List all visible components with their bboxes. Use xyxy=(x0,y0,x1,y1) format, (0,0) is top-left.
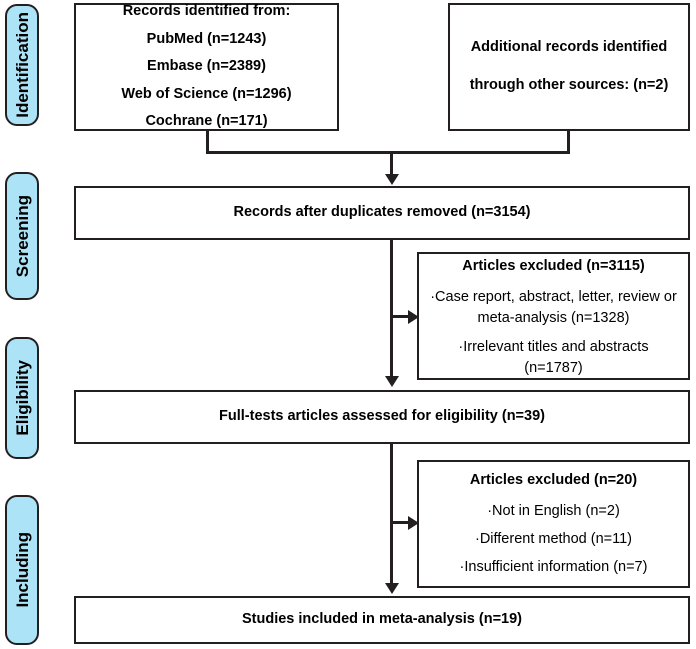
excluded-screening-reason-1: ·Case report, abstract, letter, review o… xyxy=(430,288,677,326)
phase-label-screening-text: Screening xyxy=(12,194,32,278)
connector-merge-bar xyxy=(206,151,570,154)
records-after-duplicates-text: Records after duplicates removed (n=3154… xyxy=(233,204,531,221)
box-records-after-duplicates: Records after duplicates removed (n=3154… xyxy=(74,186,690,240)
arrow-into-included xyxy=(384,583,399,594)
phase-label-including-text: Including xyxy=(12,532,32,608)
box-records-identified: Records identified from: PubMed (n=1243)… xyxy=(74,3,339,131)
arrow-into-eligibility-exclusions xyxy=(408,515,419,530)
excluded-eligibility-heading: Articles excluded (n=20) xyxy=(469,471,638,488)
connector-duplicates-trunk xyxy=(390,240,393,383)
additional-records-line-2: through other sources: (n=2) xyxy=(469,77,669,93)
records-identified-title: Records identified from: xyxy=(122,3,291,20)
phase-label-including: Including xyxy=(5,495,39,645)
box-studies-included: Studies included in meta-analysis (n=19) xyxy=(74,596,690,644)
connector-identified-drop xyxy=(206,131,209,154)
records-identified-cochrane: Cochrane (n=171) xyxy=(145,113,268,130)
box-additional-records: Additional records identified through ot… xyxy=(448,3,690,131)
records-identified-embase: Embase (n=2389) xyxy=(147,58,266,75)
phase-label-eligibility: Eligibility xyxy=(5,337,39,459)
records-identified-web-of-science: Web of Science (n=1296) xyxy=(121,85,292,102)
arrow-into-screening-exclusions xyxy=(408,309,419,324)
records-identified-pubmed: PubMed (n=1243) xyxy=(146,30,267,47)
phase-label-identification-text: Identification xyxy=(12,12,32,118)
phase-label-identification: Identification xyxy=(5,4,39,126)
box-articles-excluded-screening: Articles excluded (n=3115) ·Case report,… xyxy=(417,252,690,380)
studies-included-text: Studies included in meta-analysis (n=19) xyxy=(241,611,522,628)
box-full-text-assessed: Full-tests articles assessed for eligibi… xyxy=(74,390,690,444)
excluded-eligibility-reason-1: ·Not in English (n=2) xyxy=(487,503,620,520)
arrow-into-full-text xyxy=(384,376,399,387)
excluded-eligibility-reason-3: ·Insufficient information (n=7) xyxy=(459,558,648,575)
excluded-eligibility-reason-2: ·Different method (n=11) xyxy=(474,531,633,547)
connector-branch-eligibility-exclusions xyxy=(390,521,412,524)
full-text-assessed-text: Full-tests articles assessed for eligibi… xyxy=(219,408,545,425)
additional-records-line-1: Additional records identified xyxy=(470,39,668,56)
connector-merge-to-duplicates xyxy=(390,151,393,177)
excluded-screening-reason-2: ·Irrelevant titles and abstracts (n=1787… xyxy=(458,338,649,376)
phase-label-screening: Screening xyxy=(5,172,39,300)
connector-additional-drop xyxy=(567,131,570,154)
phase-label-eligibility-text: Eligibility xyxy=(12,360,32,436)
connector-full-text-trunk xyxy=(390,444,393,590)
box-articles-excluded-eligibility: Articles excluded (n=20) ·Not in English… xyxy=(417,460,690,588)
connector-branch-screening-exclusions xyxy=(390,315,412,318)
excluded-screening-heading: Articles excluded (n=3115) xyxy=(462,258,645,275)
arrow-into-duplicates xyxy=(384,174,399,185)
